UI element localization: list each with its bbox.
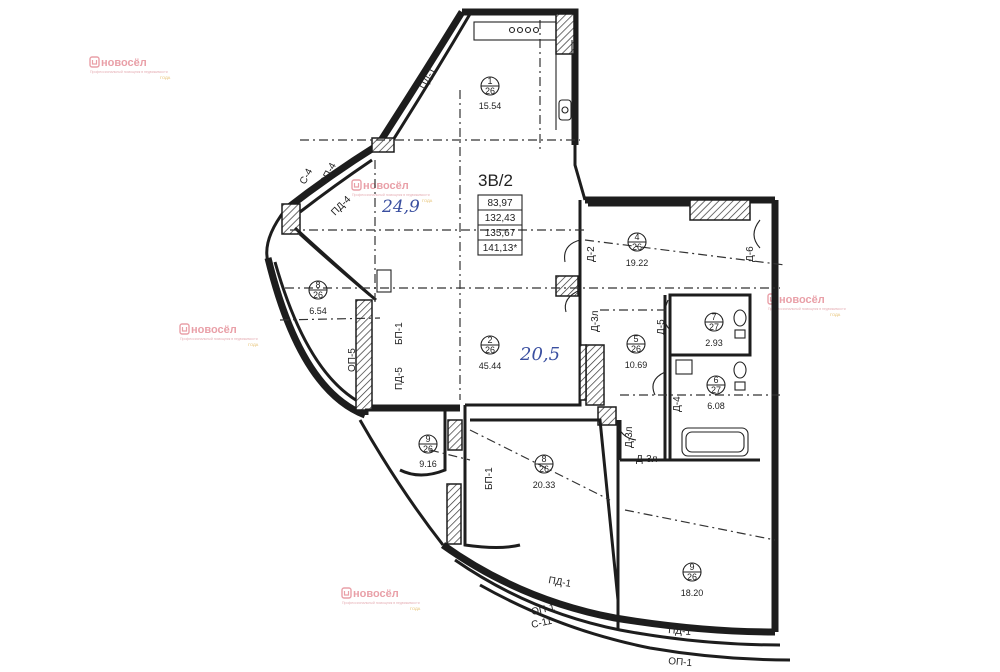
watermark-right: новосёл Профессиональный помощник в недв… — [767, 293, 846, 317]
room-marker: 4 26 19.22 — [626, 232, 649, 268]
tag-d5: Д-5 — [656, 319, 667, 335]
structural-columns — [281, 13, 751, 545]
room-area: 18.20 — [681, 588, 704, 598]
room-floor: 26 — [485, 345, 495, 355]
room-number: 1 — [487, 76, 492, 86]
room-marker: 6 27 6.08 — [706, 375, 726, 411]
room-floor: 26 — [539, 464, 549, 474]
watermark-brand: новосёл — [101, 57, 147, 69]
tag-c11: С-11 — [530, 616, 553, 631]
room-number: 8 — [541, 454, 546, 464]
watermark-brand: новосёл — [363, 180, 409, 192]
tag-pd1: ПД-1 — [547, 575, 572, 590]
room-number: 4 — [634, 232, 639, 242]
watermark-left: новосёл Профессиональный помощник в недв… — [179, 323, 259, 347]
room-marker: 9 26 9.16 — [418, 434, 438, 469]
room-number: 8 — [315, 280, 320, 290]
watermark-tagline: Профессиональный помощник в недвижимости — [342, 601, 420, 605]
room-number: 6 — [713, 375, 718, 385]
room-area: 19.22 — [626, 258, 649, 268]
tag-d2: Д-2 — [586, 246, 597, 262]
room-marker: 8 26 6.54 — [308, 280, 328, 316]
tag-pd5: ПД-5 — [394, 367, 405, 390]
room-floor: 26 — [631, 344, 641, 354]
room-area: 6.54 — [309, 306, 327, 316]
room-marker: 8 26 20.33 — [533, 454, 556, 490]
room-number: 2 — [487, 335, 492, 345]
area-living: 83,97 — [487, 198, 512, 209]
room-marker: 1 26 15.54 — [479, 76, 502, 111]
room-area: 9.16 — [419, 459, 437, 469]
room-area: 2.93 — [705, 338, 723, 348]
tag-d3l: Д-3л — [590, 310, 601, 332]
room-marker: 5 26 10.69 — [625, 334, 648, 370]
room-number: 9 — [425, 434, 430, 444]
axis-lines — [279, 20, 786, 541]
room-area: 15.54 — [479, 101, 502, 111]
area-total-with-coefficient: 141,13* — [483, 243, 518, 254]
tag-pd1: ПД-1 — [668, 625, 692, 638]
room-floor: 26 — [485, 86, 495, 96]
room-marker: 9 26 18.20 — [681, 562, 704, 598]
watermark-brand: новосёл — [353, 588, 399, 600]
watermark-brand: новосёл — [779, 294, 825, 306]
watermark-year: ГОДА — [830, 312, 841, 317]
tag-bp1: БП-1 — [394, 322, 405, 345]
kitchen-fixtures — [473, 21, 573, 130]
room-area: 20.33 — [533, 480, 556, 490]
exterior-walls — [264, 8, 791, 662]
area-total-with-balcony: 135,67 — [485, 228, 516, 239]
tag-d4: Д-4 — [672, 396, 683, 412]
tag-op1: ОП-1 — [668, 656, 693, 667]
area-total: 132,43 — [485, 213, 516, 224]
tag-d6: Д-6 — [745, 246, 756, 262]
room-marker: 2 26 45.44 — [479, 335, 502, 371]
room-area: 6.08 — [707, 401, 725, 411]
watermark-year: ГОДА — [422, 198, 433, 203]
tag-c4: С-4 — [298, 167, 315, 187]
room-marker: 7 27 2.93 — [704, 312, 724, 348]
room-number: 9 — [689, 562, 694, 572]
watermark-tagline: Профессиональный помощник в недвижимости — [180, 337, 258, 341]
watermark-brand: новосёл — [191, 324, 237, 336]
apartment-code: 3B/2 — [478, 171, 513, 190]
handwritten-area-note: 20,5 — [519, 344, 560, 365]
area-table: 3B/2 83,97 132,43 135,67 141,13* — [477, 171, 523, 256]
watermark-tagline: Профессиональный помощник в недвижимости — [90, 70, 168, 74]
room-floor: 27 — [711, 385, 721, 395]
handwritten-area-note: 24,9 — [381, 197, 420, 217]
element-tags: ПД-1 С-4 ОП-4 ПД-4 Д-2 Д-3л Д-6 Д-5 Д-4 … — [298, 66, 756, 669]
tag-op5: ОП-5 — [347, 348, 358, 372]
room-number: 7 — [711, 312, 716, 322]
doors — [376, 219, 761, 441]
room-floor: 26 — [687, 572, 697, 582]
watermark-bottom: новосёл Профессиональный помощник в недв… — [341, 587, 421, 611]
tag-d3l: Д-3л — [624, 426, 635, 448]
room-floor: 26 — [313, 290, 323, 300]
interior-walls — [293, 145, 760, 630]
room-floor: 26 — [423, 444, 433, 454]
tag-op1: ОП-1 — [530, 602, 556, 618]
tag-bp1: БП-1 — [484, 467, 495, 490]
watermark-year: ГОДА — [410, 606, 421, 611]
watermark-tagline: Профессиональный помощник в недвижимости — [352, 193, 430, 197]
bathroom-fixtures — [675, 309, 749, 457]
room-floor: 27 — [709, 322, 719, 332]
room-area: 10.69 — [625, 360, 648, 370]
watermark-top-left: новосёл Профессиональный помощник в недв… — [89, 56, 171, 80]
watermark-year: ГОДА — [248, 342, 259, 347]
room-number: 5 — [633, 334, 638, 344]
tag-pd4: ПД-4 — [329, 194, 353, 218]
watermark-year: ГОДА — [160, 75, 171, 80]
room-floor: 26 — [632, 242, 642, 252]
watermark-tagline: Профессиональный помощник в недвижимости — [768, 307, 846, 311]
room-area: 45.44 — [479, 361, 502, 371]
tag-d3l: Д-3л — [636, 454, 658, 465]
